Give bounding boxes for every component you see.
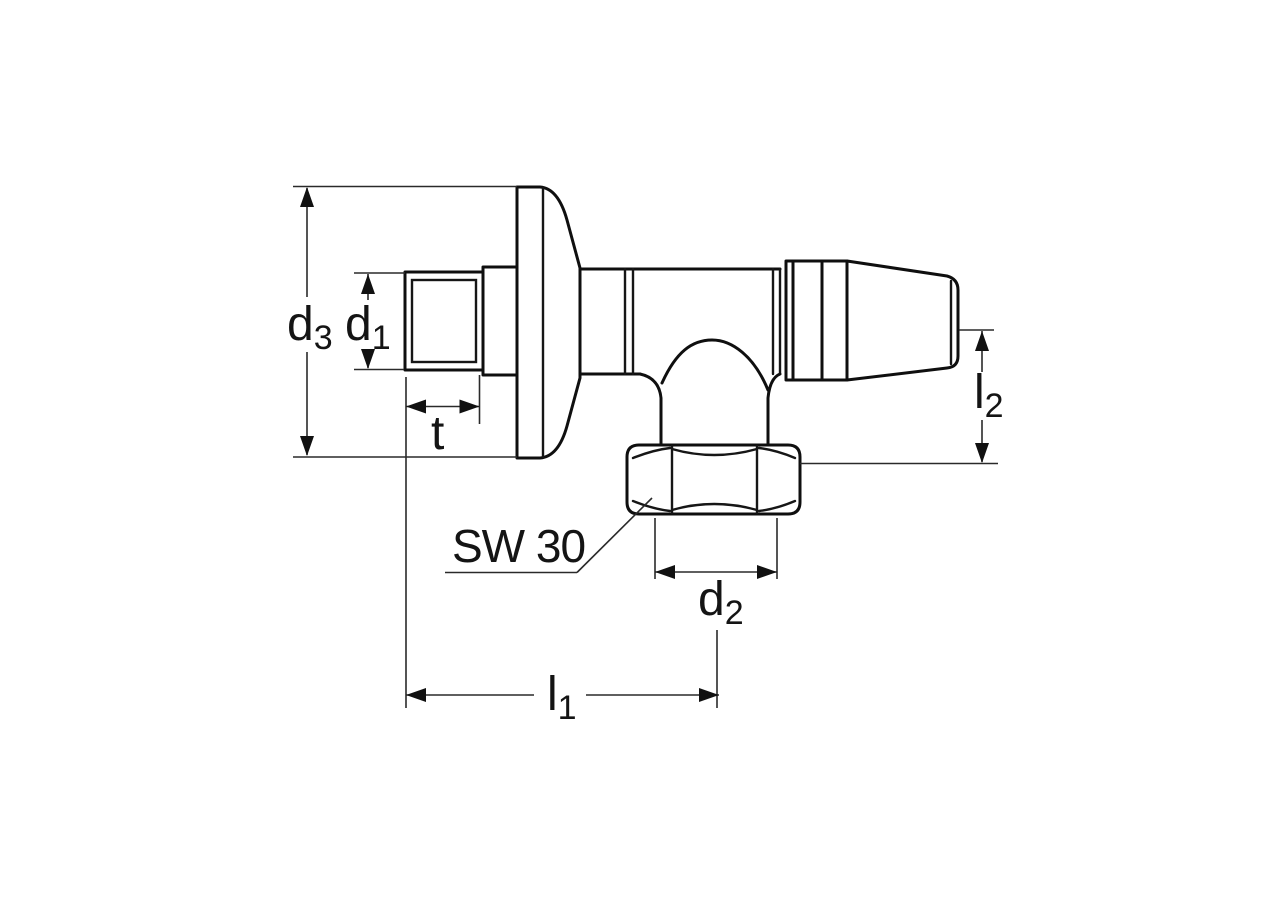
thread-inner-outline bbox=[410, 278, 478, 364]
dim-l2: l2 bbox=[800, 329, 1004, 465]
nut-chamfer-top-left bbox=[631, 446, 672, 460]
callout-sw30: SW 30 bbox=[445, 497, 653, 574]
nut-chamfer-top-center bbox=[670, 447, 759, 457]
dim-d1-arrow-up bbox=[361, 274, 375, 294]
dim-label-d2: d2 bbox=[698, 573, 744, 632]
dimensions: d3 d1 t SW bbox=[287, 185, 1004, 727]
nut-chamfer-bottom-center bbox=[670, 502, 759, 512]
dim-d3-arrow-down bbox=[300, 436, 314, 456]
nut-chamfer-top-right bbox=[757, 446, 797, 460]
dim-t: t bbox=[405, 375, 481, 708]
dome-arch bbox=[660, 338, 770, 392]
dim-d1-arrow-down bbox=[361, 349, 375, 369]
dim-d2-arrow-left bbox=[655, 565, 675, 579]
collar-outline bbox=[481, 265, 519, 377]
dim-l1: l1 bbox=[406, 668, 719, 727]
dim-label-l2: l2 bbox=[974, 366, 1004, 425]
cap-outline bbox=[791, 259, 960, 382]
union-nut-outline bbox=[625, 443, 802, 516]
valve-part bbox=[403, 185, 960, 516]
nut-chamfer-bottom-right bbox=[757, 499, 797, 513]
nut-chamfer-bottom-left bbox=[631, 499, 672, 513]
flange-outline bbox=[515, 185, 582, 460]
dim-d3-arrow-up bbox=[300, 187, 314, 207]
dim-label-d3: d3 bbox=[287, 298, 333, 357]
dim-t-arrow-right bbox=[459, 399, 480, 414]
dim-d2-arrow-right bbox=[757, 565, 777, 579]
dim-label-t: t bbox=[431, 407, 444, 460]
dim-d2: d2 bbox=[654, 518, 778, 708]
dim-l1-arrow-left bbox=[406, 688, 426, 702]
callout-sw30-leader bbox=[576, 497, 653, 574]
dim-l1-arrow-right bbox=[699, 688, 719, 702]
callout-sw30-label: SW 30 bbox=[452, 520, 585, 572]
dim-t-arrow-left bbox=[406, 399, 426, 414]
dim-l2-arrow-up bbox=[975, 331, 989, 351]
dim-label-d1: d1 bbox=[345, 298, 391, 357]
dim-l2-arrow-down bbox=[975, 443, 989, 463]
outlet-right-wall bbox=[766, 372, 782, 447]
outlet-left-wall bbox=[638, 372, 663, 447]
dim-d1: d1 bbox=[345, 272, 405, 371]
thread-outer-outline bbox=[403, 270, 485, 372]
dim-d3: d3 bbox=[287, 185, 517, 458]
dim-label-l1: l1 bbox=[547, 668, 577, 727]
